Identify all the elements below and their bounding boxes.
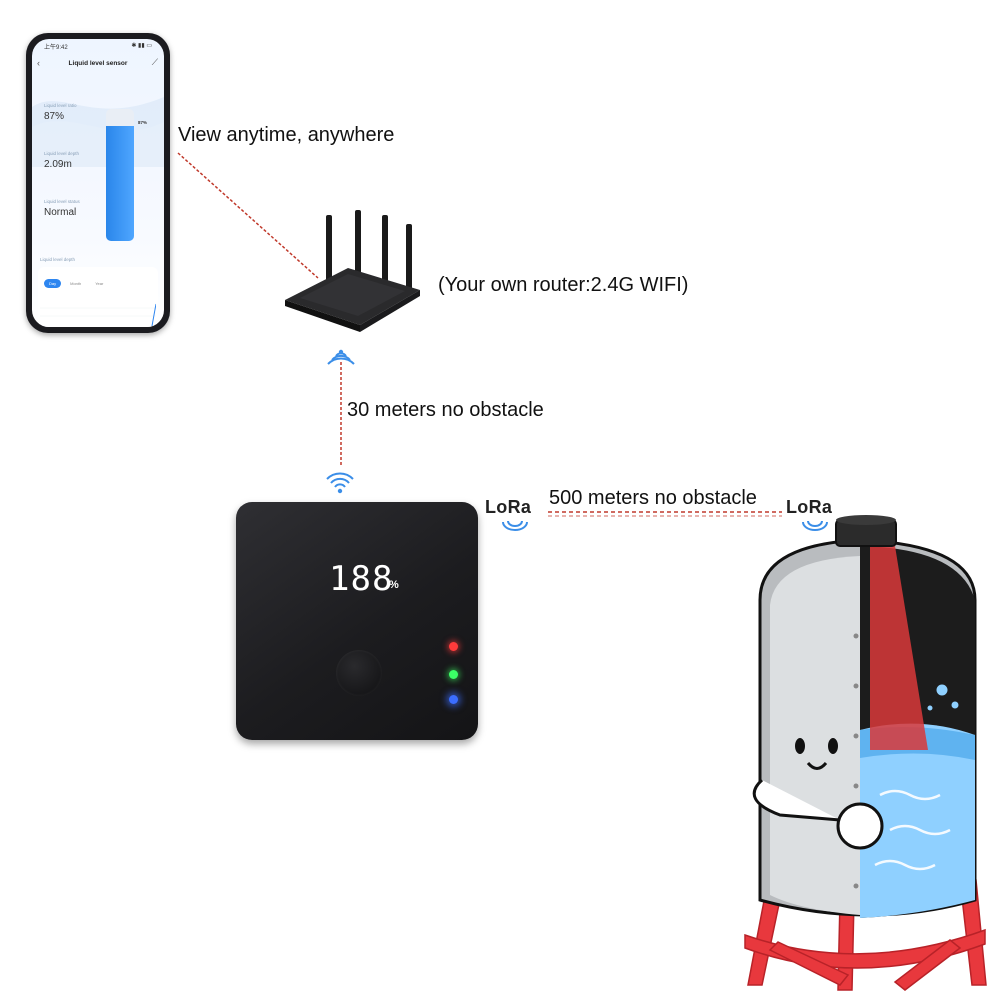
tank-level-fill (106, 126, 134, 241)
router-wifi-wave (327, 349, 355, 365)
lora-label-right: LoRa (786, 497, 833, 517)
back-icon[interactable]: ‹ (37, 58, 40, 68)
app-title: Liquid level sensor (68, 60, 128, 67)
wifi-range-caption: 30 meters no obstacle (347, 399, 544, 421)
smartphone: 上午9:42 ✱ ▮▮ ▭ ‹ Liquid level sensor ⟋ Li… (26, 33, 170, 333)
device-percent-unit: % (389, 579, 399, 591)
ratio-label: Liquid level ratio (44, 103, 77, 108)
tab-month[interactable]: Month (70, 281, 82, 286)
view-anywhere-caption: View anytime, anywhere (178, 124, 395, 146)
tank-level-bar (106, 109, 134, 241)
lora-left-wave (502, 520, 528, 531)
phone-status-time: 上午9:42 (44, 45, 68, 51)
router-caption: (Your own router:2.4G WIFI) (438, 274, 689, 296)
phone-router-link-line (177, 152, 319, 279)
depth-value: 2.09m (44, 159, 72, 170)
water-tank-illustration (744, 515, 987, 991)
router (285, 210, 420, 332)
green-led-indicator (449, 670, 458, 679)
device-wifi-wave (326, 472, 354, 494)
tank-percent-label: 87% (138, 120, 148, 125)
blue-led-indicator (449, 695, 458, 704)
lora-label-left: LoRa (485, 497, 532, 517)
tab-day[interactable]: Day (44, 279, 62, 288)
edit-icon[interactable]: ⟋ (151, 57, 158, 67)
depth-trend-line (40, 303, 156, 326)
ratio-value: 87% (44, 111, 65, 122)
red-led-indicator (449, 642, 458, 651)
depth-label: Liquid level depth (44, 151, 80, 156)
chart-card (38, 267, 158, 327)
phone-status-icons: ✱ ▮▮ ▭ (131, 43, 152, 49)
tab-year[interactable]: Year (95, 281, 104, 286)
lora-range-caption: 500 meters no obstacle (549, 487, 757, 509)
period-tabs: Day Month Year (44, 279, 108, 288)
lora-gateway-device: 188 % (236, 502, 478, 740)
lora-right-wave (802, 520, 828, 531)
status-label: Liquid level status (44, 199, 80, 204)
status-value: Normal (44, 207, 77, 218)
device-digit-display: 188 (329, 559, 394, 599)
chart-label: Liquid level depth (40, 257, 76, 262)
device-button[interactable] (336, 650, 382, 696)
phone-app-screen: 上午9:42 ✱ ▮▮ ▭ ‹ Liquid level sensor ⟋ Li… (32, 39, 164, 327)
